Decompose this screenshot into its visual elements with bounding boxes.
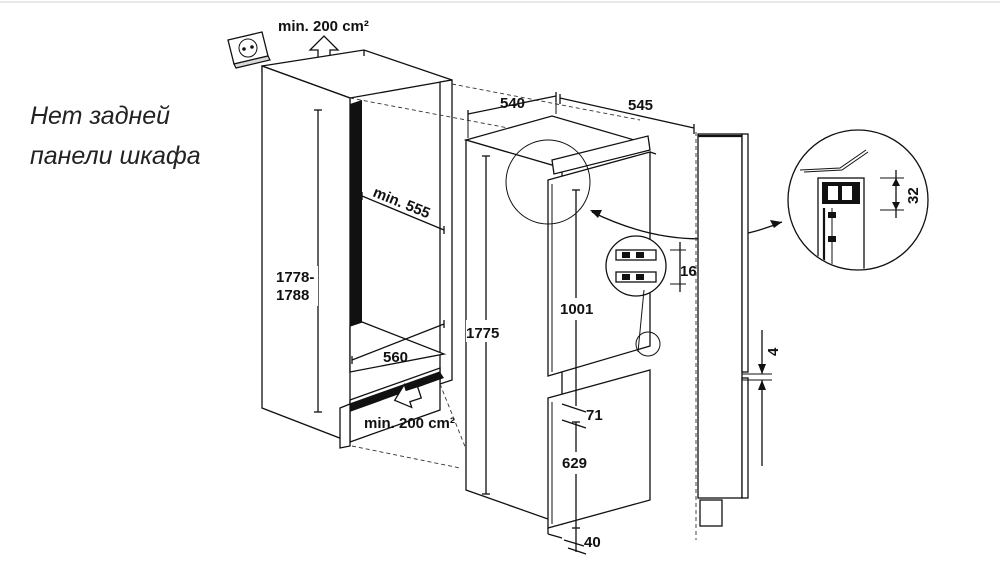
- align-line-4: [351, 445, 461, 469]
- appliance-width-dim: [467, 92, 557, 138]
- vent-top-label: min. 200 cm²: [278, 18, 369, 35]
- door-gap-detail: [635, 331, 661, 357]
- niche-height-line1: 1778-: [276, 269, 314, 286]
- detail-arrow: [591, 211, 783, 240]
- appliance-depth-dim: [559, 94, 695, 134]
- appliance-height-bg: [466, 320, 506, 342]
- fridge-door-bg: [560, 298, 600, 320]
- side-gap-dim: [742, 330, 772, 466]
- door-gap-leader: [637, 289, 645, 353]
- bottom-offset-dim: [563, 528, 587, 555]
- width-dim: [351, 320, 445, 364]
- note-line-1: Нет задней: [30, 102, 170, 130]
- gap-label: 71: [586, 407, 603, 424]
- top-detail-circle: [505, 139, 591, 225]
- hinge-detail: [605, 235, 686, 297]
- detail-top-gap-label: 32: [905, 187, 922, 204]
- side-section: [695, 132, 749, 540]
- niche-width-label: 560: [383, 349, 408, 366]
- hinge-spacing-label: 16: [680, 263, 697, 280]
- note-line-2: панели шкафа: [30, 142, 201, 170]
- appliance-depth-label: 545: [628, 97, 653, 114]
- side-gap-label: 4: [765, 347, 782, 356]
- airflow-in-arrow-icon: [393, 383, 423, 409]
- appliance-body: [463, 115, 657, 539]
- socket-icon: [227, 31, 271, 69]
- cabinet-niche: [261, 49, 453, 449]
- freezer-door-bg: [562, 452, 596, 474]
- depth-dim: [361, 192, 445, 234]
- appliance-width-label: 540: [500, 95, 525, 112]
- freezer-door-label: 629: [562, 455, 587, 472]
- gap-dim: [561, 403, 587, 429]
- fridge-door-label: 1001: [560, 301, 593, 318]
- bottom-offset-label: 40: [584, 534, 601, 551]
- align-line-3: [439, 383, 481, 485]
- detail-arrow-head-left: [590, 210, 602, 218]
- niche-height-dim: [314, 109, 322, 413]
- niche-depth-label: min. 555: [371, 184, 433, 222]
- magnified-detail: [787, 129, 929, 271]
- align-line-1: [451, 83, 641, 121]
- vent-bottom-label: min. 200 cm²: [364, 415, 455, 432]
- appliance-height-label: 1775: [466, 325, 499, 342]
- niche-height-line2: 1788: [276, 287, 309, 304]
- niche-height-bg: [274, 266, 318, 306]
- detail-arrow-head-right: [770, 220, 782, 228]
